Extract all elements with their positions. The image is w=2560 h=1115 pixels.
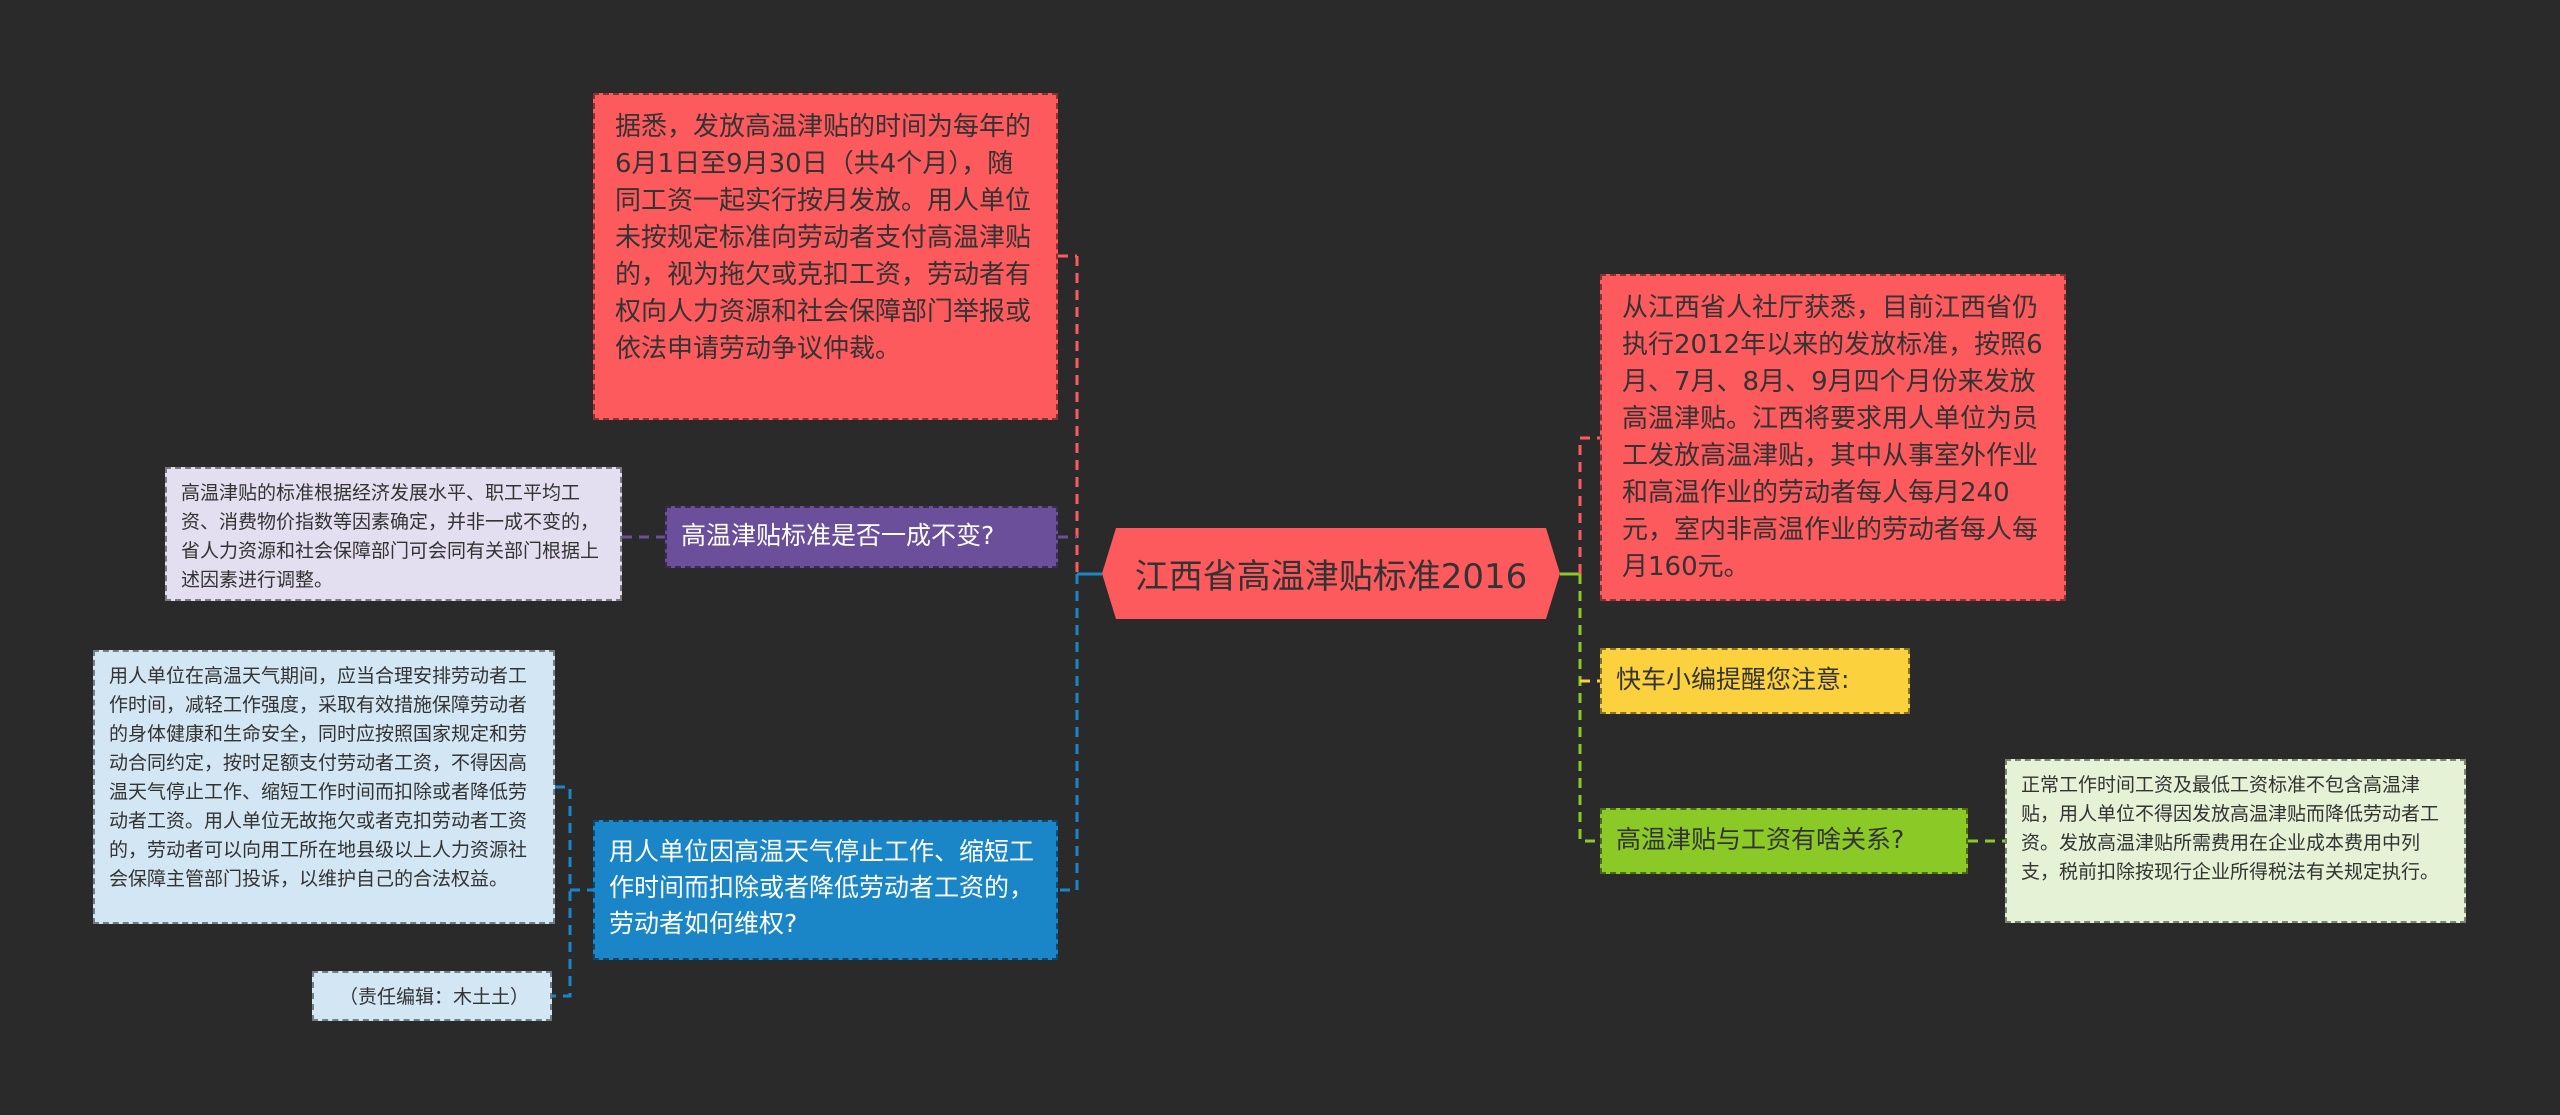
detail-standard-change[interactable]: 高温津贴的标准根据经济发展水平、职工平均工资、消费物价指数等因素确定，并非一成不… — [165, 467, 622, 601]
central-topic[interactable]: 江西省高温津贴标准2016 — [1102, 528, 1560, 619]
topic-label: 高温津贴标准是否一成不变? — [681, 521, 995, 550]
topic-label: 用人单位因高温天气停止工作、缩短工作时间而扣除或者降低劳动者工资的，劳动者如何维… — [609, 837, 1035, 938]
right-note-standard[interactable]: 从江西省人社厅获悉，目前江西省仍执行2012年以来的发放标准，按照6月、7月、8… — [1600, 274, 2066, 601]
detail-text: 用人单位在高温天气期间，应当合理安排劳动者工作时间，减轻工作强度，采取有效措施保… — [109, 665, 528, 890]
topic-wage-relation[interactable]: 高温津贴与工资有啥关系? — [1600, 808, 1968, 874]
topic-label: 快车小编提醒您注意: — [1616, 665, 1850, 694]
detail-text: 高温津贴的标准根据经济发展水平、职工平均工资、消费物价指数等因素确定，并非一成不… — [181, 482, 600, 591]
topic-standard-change[interactable]: 高温津贴标准是否一成不变? — [665, 506, 1058, 568]
topic-label: 高温津贴与工资有啥关系? — [1616, 825, 1905, 854]
detail-rights-protection[interactable]: 用人单位在高温天气期间，应当合理安排劳动者工作时间，减轻工作强度，采取有效措施保… — [93, 650, 555, 924]
left-note-schedule[interactable]: 据悉，发放高温津贴的时间为每年的6月1日至9月30日（共4个月），随同工资一起实… — [593, 93, 1058, 420]
central-topic-label: 江西省高温津贴标准2016 — [1134, 557, 1528, 597]
detail-wage-relation[interactable]: 正常工作时间工资及最低工资标准不包含高温津贴，用人单位不得因发放高温津贴而降低劳… — [2005, 759, 2466, 923]
editor-credit[interactable]: （责任编辑：木土土） — [312, 971, 552, 1021]
detail-text: 正常工作时间工资及最低工资标准不包含高温津贴，用人单位不得因发放高温津贴而降低劳… — [2021, 774, 2440, 883]
note-text: 据悉，发放高温津贴的时间为每年的6月1日至9月30日（共4个月），随同工资一起实… — [615, 112, 1032, 364]
topic-reminder[interactable]: 快车小编提醒您注意: — [1600, 648, 1910, 714]
note-text: 从江西省人社厅获悉，目前江西省仍执行2012年以来的发放标准，按照6月、7月、8… — [1622, 293, 2043, 582]
topic-rights-protection[interactable]: 用人单位因高温天气停止工作、缩短工作时间而扣除或者降低劳动者工资的，劳动者如何维… — [593, 820, 1058, 960]
editor-text: （责任编辑：木土土） — [338, 986, 529, 1008]
